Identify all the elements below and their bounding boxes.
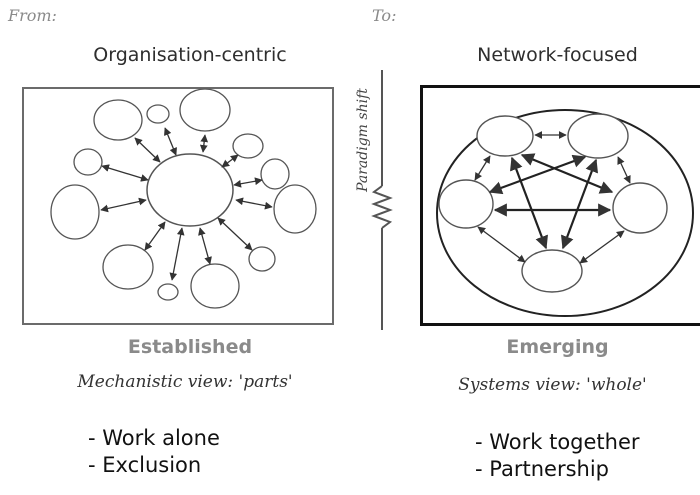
right-bullet-work-together: - Work together — [475, 430, 640, 454]
partner-circle — [248, 246, 276, 272]
from-label: From: — [8, 6, 57, 25]
paradigm-shift-divider — [371, 70, 393, 330]
network-node-circle — [476, 115, 534, 157]
right-title: Network-focused — [477, 44, 638, 66]
partner-circle — [102, 244, 154, 290]
partner-circle — [260, 158, 290, 190]
left-view-label: Mechanistic view: 'parts' — [77, 372, 293, 392]
organisation-centric-diagram — [50, 88, 317, 309]
right-view-label: Systems view: 'whole' — [458, 375, 647, 395]
paradigm-shift-label: Paradigm shift — [355, 88, 371, 192]
left-bullet-exclusion: - Exclusion — [88, 453, 202, 477]
right-bullet-partnership: - Partnership — [475, 457, 609, 481]
right-state-label: Emerging — [506, 336, 609, 358]
network-node-circle — [567, 113, 629, 159]
left-bullet-work-alone: - Work alone — [88, 426, 220, 450]
network-node-circle — [521, 249, 583, 293]
partner-circle — [93, 99, 143, 141]
partner-circle — [50, 184, 100, 240]
partner-circle — [232, 133, 264, 159]
partner-circle — [146, 104, 170, 124]
left-state-label: Established — [127, 336, 253, 358]
left-title: Organisation-centric — [93, 44, 287, 66]
network-node-circle — [438, 179, 494, 229]
partner-circle — [73, 148, 103, 176]
left-bullet-list: - Work alone - Exclusion — [88, 425, 220, 479]
partner-circle — [179, 88, 231, 132]
partner-circle — [190, 263, 240, 309]
central-organisation-circle — [146, 153, 234, 227]
network-focused-diagram — [436, 109, 694, 317]
right-bullet-list: - Work together - Partnership — [475, 429, 640, 483]
partner-circle — [273, 184, 317, 234]
network-node-circle — [612, 182, 668, 234]
to-label: To: — [372, 6, 397, 25]
partner-circle — [157, 283, 179, 301]
